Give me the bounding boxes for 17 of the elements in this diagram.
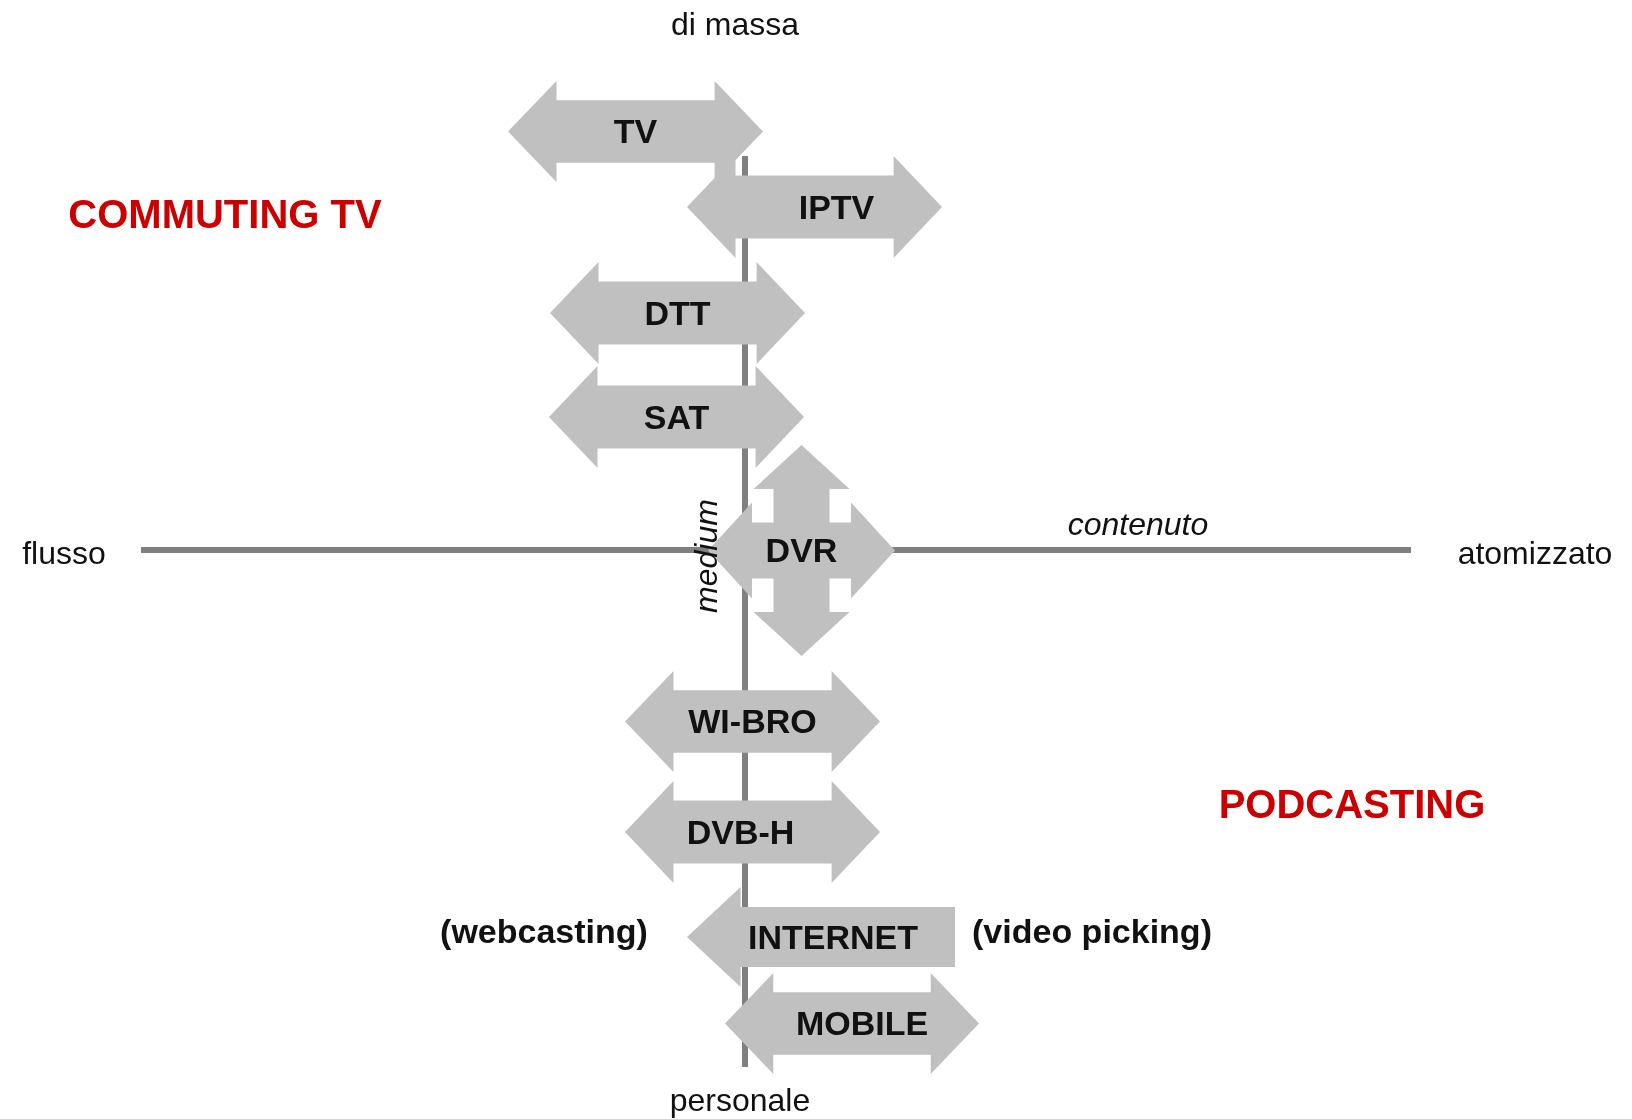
pointed-label-shape: INTERNET — [687, 887, 955, 987]
annotation-label: (webcasting) — [440, 911, 648, 951]
quadrant-label: PODCASTING — [1218, 781, 1486, 827]
axis-label: flusso — [22, 534, 106, 572]
annotation-label: (video picking) — [972, 911, 1212, 951]
double-pointed-label-shape: WI-BRO — [625, 671, 880, 772]
axis-label: personale — [669, 1081, 811, 1119]
axis-label: di massa — [671, 5, 799, 43]
double-pointed-label-shape: DVB-H — [625, 781, 880, 883]
quadrant-label: COMMUTING TV — [68, 191, 382, 237]
double-pointed-label-shape: TV — [508, 81, 763, 182]
double-pointed-label-shape: DTT — [550, 262, 805, 364]
axis-label: atomizzato — [1457, 534, 1613, 572]
double-pointed-label-shape: MOBILE — [725, 973, 979, 1074]
axis-label: contenuto — [1067, 505, 1209, 543]
double-pointed-label-shape: SAT — [549, 366, 804, 468]
double-pointed-label-shape: IPTV — [687, 156, 942, 258]
